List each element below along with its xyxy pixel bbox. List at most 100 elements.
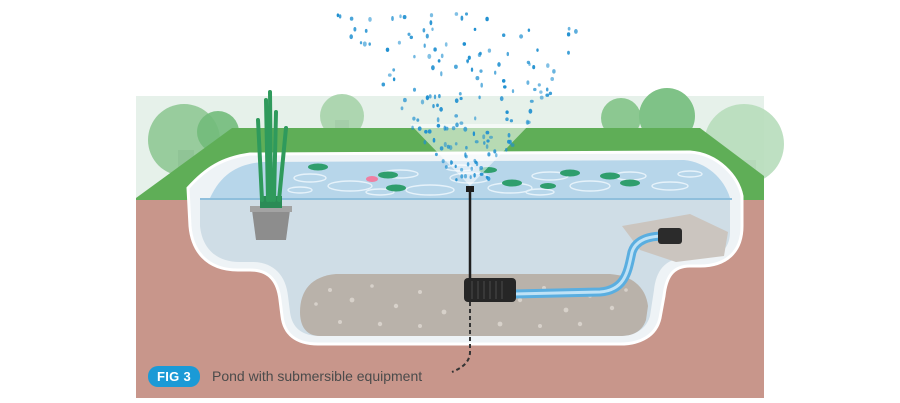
- spray-droplet: [353, 27, 357, 32]
- spray-droplet: [416, 118, 420, 122]
- spray-droplet: [529, 99, 534, 103]
- spray-droplet: [423, 140, 427, 145]
- spray-droplet: [338, 14, 342, 19]
- spray-droplet: [485, 16, 489, 22]
- spray-droplet: [474, 116, 477, 121]
- spray-droplet: [451, 126, 456, 131]
- spray-droplet: [485, 144, 489, 149]
- spray-droplet: [368, 42, 371, 46]
- spray-droplet: [460, 174, 464, 179]
- spray-droplet: [359, 41, 363, 45]
- spray-droplet: [532, 64, 536, 70]
- filter-outlet-icon: [658, 228, 682, 244]
- spray-droplet: [550, 76, 555, 82]
- spray-droplet: [545, 93, 550, 97]
- spray-droplet: [413, 54, 416, 59]
- spray-droplet: [546, 63, 550, 68]
- spray-droplet: [493, 149, 497, 154]
- spray-droplet: [444, 42, 448, 47]
- spray-droplet: [392, 77, 396, 82]
- spray-droplet: [429, 20, 433, 26]
- spray-droplet: [485, 130, 490, 135]
- spray-droplet: [454, 114, 459, 118]
- spray-droplet: [470, 166, 474, 171]
- spray-droplet: [454, 12, 459, 16]
- spray-droplet: [507, 132, 511, 138]
- spray-droplet: [469, 175, 472, 180]
- spray-droplet: [548, 91, 553, 96]
- spray-droplet: [473, 173, 476, 178]
- spray-droplet: [474, 140, 479, 144]
- spray-droplet: [454, 142, 458, 146]
- caption-text: Pond with submersible equipment: [212, 368, 423, 384]
- spray-droplet: [450, 160, 454, 165]
- power-cable: [451, 302, 471, 373]
- spray-droplet: [454, 164, 457, 169]
- spray-droplet: [381, 82, 386, 87]
- spray-droplet: [336, 13, 340, 18]
- potted-reed-plant-icon: [250, 90, 292, 240]
- lily-pads: [308, 163, 640, 192]
- spray-droplet: [438, 93, 441, 99]
- spray-droplet: [433, 47, 437, 52]
- spray-droplet: [425, 33, 429, 39]
- spray-droplet: [436, 117, 440, 123]
- spray-droplet: [505, 110, 509, 114]
- spray-droplet: [403, 97, 407, 103]
- spray-droplet: [566, 32, 571, 37]
- spray-droplet: [455, 122, 459, 128]
- spray-droplet: [427, 53, 432, 59]
- spray-droplet: [533, 87, 537, 92]
- submersible-pump-icon: [464, 278, 516, 302]
- spray-droplet: [440, 53, 444, 59]
- spray-droplet: [407, 32, 411, 36]
- spray-droplet: [502, 33, 506, 37]
- spray-droplet: [368, 16, 372, 22]
- spray-droplet: [460, 167, 464, 172]
- spray-droplet: [459, 121, 464, 125]
- spray-droplet: [391, 15, 394, 22]
- spray-droplet: [485, 175, 489, 179]
- spray-droplet: [422, 28, 426, 33]
- spray-droplet: [449, 145, 453, 151]
- spray-droplet: [387, 73, 392, 77]
- spray-droplet: [399, 14, 402, 19]
- spray-droplet: [434, 152, 438, 157]
- spray-droplet: [453, 64, 458, 69]
- spray-droplet: [545, 87, 549, 92]
- spray-droplet: [432, 104, 435, 109]
- spray-droplet: [528, 62, 531, 67]
- spray-droplet: [478, 95, 481, 100]
- spray-droplet: [475, 75, 480, 81]
- spray-droplet: [431, 65, 435, 71]
- spray-droplet: [505, 117, 509, 122]
- spray-droplet: [411, 125, 414, 131]
- spray-droplet: [528, 108, 533, 114]
- spray-droplet: [455, 178, 458, 182]
- spray-droplet: [454, 98, 459, 104]
- spray-droplet: [397, 40, 401, 45]
- lily-flower: [366, 176, 378, 182]
- spray-droplet: [472, 131, 476, 137]
- spray-droplet: [417, 126, 422, 131]
- spray-droplet: [444, 126, 449, 131]
- spray-droplet: [567, 26, 571, 31]
- spray-droplet: [429, 13, 434, 18]
- spray-droplet: [423, 43, 426, 48]
- spray-droplet: [443, 141, 447, 148]
- spray-droplet: [477, 52, 482, 58]
- spray-droplet: [503, 85, 507, 89]
- spray-droplet: [537, 83, 541, 87]
- spray-droplet: [349, 34, 353, 40]
- spray-droplet: [483, 141, 486, 145]
- fountain-nozzle: [466, 186, 474, 192]
- spray-droplet: [460, 15, 464, 21]
- spray-droplet: [466, 162, 470, 167]
- figure-caption: FIG 3 Pond with submersible equipment: [148, 364, 422, 388]
- spray-droplet: [431, 27, 434, 31]
- spray-droplet: [495, 153, 498, 158]
- spray-droplet: [487, 152, 491, 157]
- spray-droplet: [527, 28, 531, 32]
- spray-droplet: [482, 134, 486, 140]
